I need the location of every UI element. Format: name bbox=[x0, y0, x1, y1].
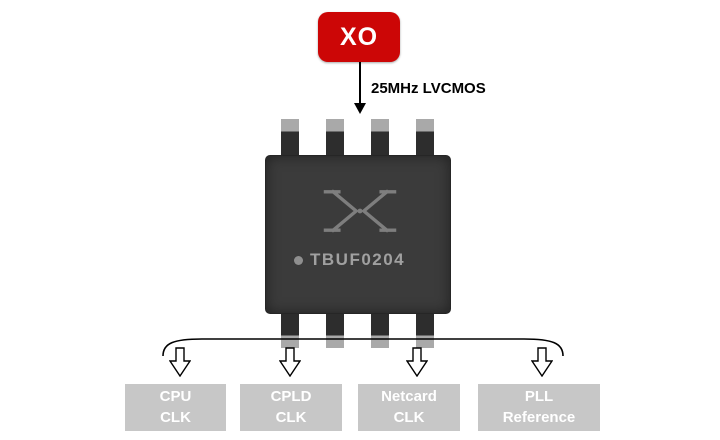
chip-part-number: TBUF0204 bbox=[310, 250, 406, 269]
output-label-line: Netcard bbox=[381, 388, 437, 406]
oscillator-label: XO bbox=[339, 22, 379, 51]
output-label-line: PLL bbox=[524, 388, 554, 406]
output-label-line: CLK bbox=[393, 408, 425, 426]
grouping-brace bbox=[162, 338, 564, 357]
output-label-line: CPU bbox=[159, 388, 192, 406]
output-label-line: CLK bbox=[160, 408, 191, 426]
output-label-line: Reference bbox=[502, 408, 576, 426]
hollow-arrow-down-icon bbox=[406, 347, 428, 377]
hollow-arrow-down-icon bbox=[531, 347, 553, 377]
arrow-down-icon bbox=[354, 62, 366, 114]
output-box-cpld-clk: CPLD CLK bbox=[240, 384, 342, 431]
clock-buffer-chip: TBUF0204 bbox=[265, 155, 451, 314]
hollow-arrow-down-icon bbox=[169, 347, 191, 377]
output-box-pll-reference: PLL Reference bbox=[478, 384, 600, 431]
oscillator-source-box: XO bbox=[318, 12, 400, 62]
chip-pin-top bbox=[281, 119, 299, 156]
chip-pin-top bbox=[371, 119, 389, 156]
chip-pin-top bbox=[326, 119, 344, 156]
signal-label: 25MHz LVCMOS bbox=[371, 80, 486, 97]
output-label-line: CPLD bbox=[270, 388, 312, 406]
chip-marking: TBUF0204 bbox=[294, 250, 405, 270]
chip-logo-icon bbox=[323, 189, 397, 233]
hollow-arrow-down-icon bbox=[279, 347, 301, 377]
pin1-indicator-dot bbox=[294, 255, 303, 265]
output-box-cpu-clk: CPU CLK bbox=[125, 384, 226, 431]
output-box-netcard-clk: Netcard CLK bbox=[358, 384, 460, 431]
chip-pin-top bbox=[416, 119, 434, 156]
output-label-line: CLK bbox=[275, 408, 307, 426]
